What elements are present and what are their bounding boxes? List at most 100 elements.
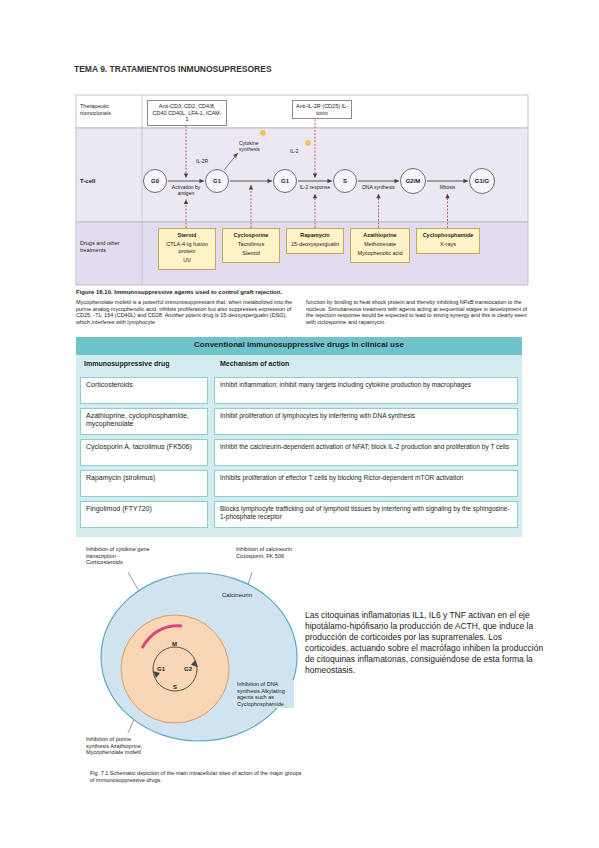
arrow-head	[200, 179, 205, 183]
node-text: G1/G	[475, 178, 489, 184]
drug-box: SteroidCTLA-4-Ig fusion proteinUV	[158, 228, 216, 270]
cell-outline: CalcineurinM G1S G2	[100, 572, 298, 742]
cytokine-dot	[260, 130, 266, 136]
connector	[168, 179, 204, 183]
text-label: Fingolimod (FTY720)	[86, 505, 204, 513]
text-label: Therapeutic monoclonals	[80, 103, 138, 116]
node-text: Anti-CD3, CD2, CD4/8, CD40 CD40L, LFA-1,…	[152, 103, 221, 122]
text-label: Las citoquinas inflamatorias IL1, IL6 y …	[305, 610, 545, 676]
text-label: Corticosteroids	[86, 381, 204, 389]
t-cell-band	[76, 128, 528, 222]
monoclonal-box: Anti-CD3, CD2, CD4/8, CD40 CD40L, LFA-1,…	[147, 100, 227, 126]
node-text: M	[172, 641, 177, 647]
text-label: IL-2	[290, 148, 304, 154]
il2-dot	[305, 140, 311, 146]
text-label: Drugs and other treatments	[80, 240, 138, 253]
node-text: Rapamycin	[289, 232, 341, 239]
text-label: IL-2R	[196, 158, 218, 164]
node-text: CTLA-4-Ig fusion protein	[161, 241, 213, 255]
leader-head	[249, 185, 253, 190]
node-text: Steroid	[161, 232, 213, 239]
connector	[358, 179, 399, 183]
monoclonal-band	[76, 95, 528, 128]
connector-line	[358, 181, 399, 182]
text-label: Figure 16.10. Immunosuppressive agents u…	[76, 289, 528, 296]
text-label: function by binding to heat shock protei…	[306, 299, 528, 325]
cell-cycle-stage: G1/G	[469, 168, 495, 194]
leader-head	[376, 194, 380, 199]
connector-line	[298, 181, 332, 182]
nucleus: M G1S G2	[120, 614, 230, 724]
node-text: X-rays	[419, 241, 477, 248]
node-text: Anti-IL-2R (CD25) IL-toxin	[296, 103, 348, 116]
text-label: Conventional immunosuppressive drugs in …	[76, 340, 522, 350]
connector	[427, 179, 468, 183]
text-label: Cyclosporin A, tacrolimus (FK506)	[86, 443, 204, 451]
nuclear-envelope	[121, 615, 229, 723]
gene-arc	[142, 626, 182, 648]
leader-head	[313, 174, 317, 179]
text-label: Blocks lymphocyte trafficking out of lym…	[220, 505, 514, 521]
node-text: G2	[184, 666, 192, 672]
connector-line	[427, 181, 468, 182]
node-text: UV	[161, 257, 213, 264]
node-text: Calcineurin	[222, 592, 252, 598]
text-label: Mycophenolate mofetil is a powerful immu…	[76, 299, 298, 325]
node-text: G2/M	[406, 178, 421, 184]
node-text: G1	[157, 666, 165, 672]
drug-box: Rapamycin 15-deoxyspergualin	[286, 228, 344, 254]
arrow-head	[395, 179, 400, 183]
cell-cycle-stage: G0	[143, 169, 167, 193]
leader-head	[313, 194, 317, 199]
node-text: S	[173, 684, 177, 690]
text-label: Rapamycin (sirolimus)	[86, 474, 204, 482]
edge-label: IL-2 response	[294, 185, 336, 191]
text-label: Inhibits proliferation of effector T cel…	[220, 474, 514, 482]
dashed-leader	[186, 126, 187, 178]
cell-cycle-stage: G2/M	[400, 168, 426, 194]
node-text: G1	[281, 178, 289, 184]
arrow-head	[233, 153, 238, 158]
node-text: Cyclophosphamide	[419, 232, 477, 239]
edge-label: Mitosis	[427, 185, 469, 191]
drug-box: CyclophosphamideX-rays	[416, 228, 480, 254]
drug-box: CyclosporineTacrolimusSteroid	[222, 228, 280, 263]
cytokine-arrow	[224, 153, 238, 170]
node-text: Methotrexate	[353, 241, 407, 248]
node-text: 15-deoxyspergualin	[289, 241, 341, 248]
drug-band	[76, 222, 528, 285]
node-text: G0	[151, 178, 159, 184]
leader-head	[184, 174, 188, 179]
node-text: Mycophenolic acid	[353, 250, 407, 257]
connector-line	[168, 181, 204, 182]
node-text: Cyclosporine	[225, 232, 277, 239]
leader-head	[445, 194, 449, 199]
arrow-head	[328, 179, 333, 183]
drug-box: AzathioprineMethotrexateMycophenolic aci…	[350, 228, 410, 263]
node-text: Azathioprine	[353, 232, 407, 239]
text-label: Immunosuppressive drug	[84, 360, 204, 368]
text-label: Cytokine synthesis	[239, 140, 273, 152]
cell-membrane	[101, 573, 297, 741]
cycle-arrow	[191, 660, 198, 667]
arrow-head	[464, 179, 469, 183]
cell-cycle-stage: G1	[273, 169, 297, 193]
text-label: Inhibit the calcineurin-dependent activa…	[220, 443, 514, 451]
page-title: TEMA 9. TRATAMIENTOS INMUNOSUPRESORES	[74, 64, 534, 74]
table-ground	[76, 337, 522, 537]
node-text: G1	[213, 178, 221, 184]
cell-cycle-stage: S	[333, 169, 357, 193]
nucleus-shape	[120, 614, 230, 724]
node-text: S	[343, 178, 347, 184]
edge-label: DNA synthesis	[358, 185, 400, 191]
connector-line	[230, 181, 272, 182]
text-label: Inhibit inflammation; inhibit many targe…	[220, 381, 514, 389]
dashed-leader	[447, 194, 448, 228]
text-label: Inhibition of purine synthesis Azathiopr…	[86, 736, 148, 756]
monoclonal-box: Anti-IL-2R (CD25) IL-toxin	[292, 100, 352, 119]
table-header	[76, 337, 522, 355]
cycle-ring	[153, 647, 197, 691]
dashed-leader	[315, 119, 316, 178]
